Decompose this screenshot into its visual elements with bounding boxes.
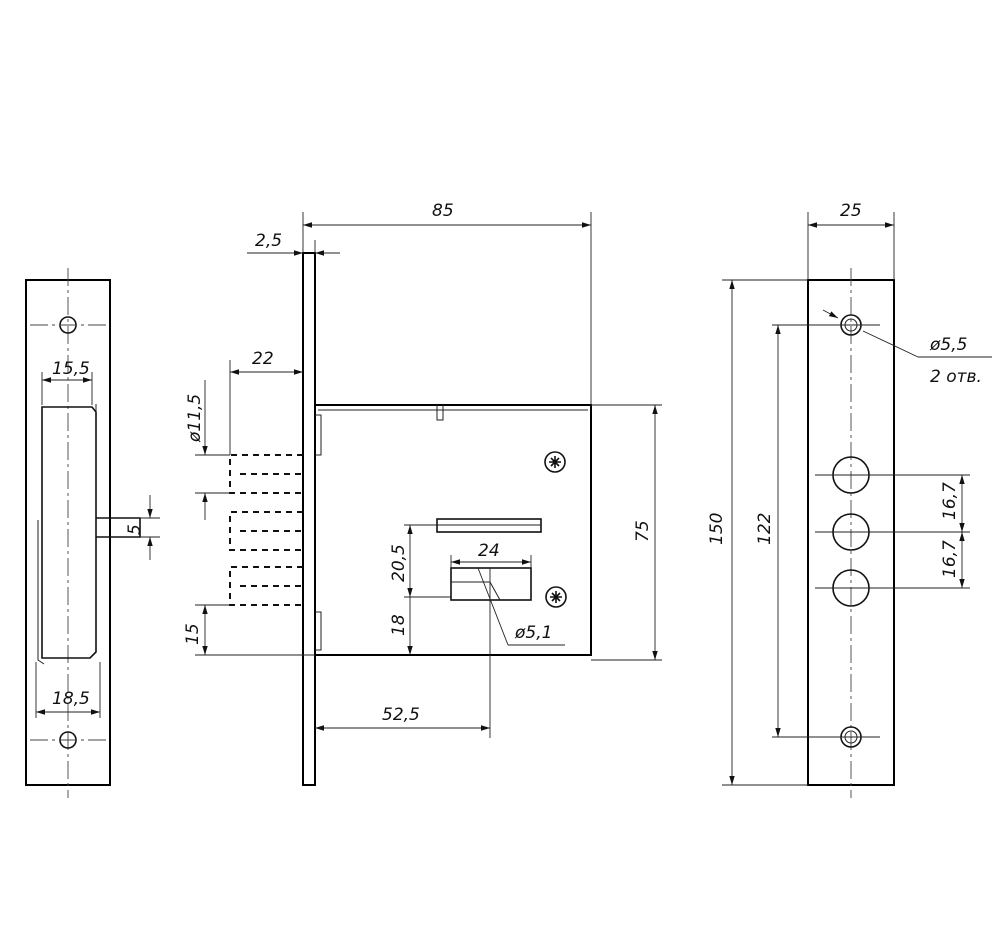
dim-85: 85 (432, 201, 454, 221)
cylinder-cam (451, 581, 501, 601)
case-upper-flange (315, 414, 322, 456)
dim-122: 122 (755, 513, 775, 545)
faceplate-view: 25 150 122 ø5,5 2 отв. 16,7 16,7 (707, 201, 992, 798)
front-view: 85 2,5 22 ø11,5 15 75 24 20 (183, 201, 662, 786)
dim-22: 22 (252, 349, 274, 369)
dim-pitch-upper: 16,7 (940, 482, 960, 520)
side-view-back-edge (37, 520, 45, 665)
dim-75: 75 (633, 520, 653, 542)
dim-24: 24 (478, 541, 500, 561)
cylinder-housing (450, 567, 532, 601)
dim-side-18-5: 18,5 (52, 689, 90, 709)
dim-screw-count: 2 отв. (930, 367, 982, 387)
front-faceplate (302, 252, 316, 786)
lock-case (314, 404, 592, 656)
bolt-lower (229, 566, 303, 606)
dim-25: 25 (840, 201, 862, 221)
bolt-upper (229, 454, 303, 494)
case-screw-upper-icon (544, 451, 566, 473)
dim-18: 18 (389, 614, 409, 636)
side-view: 15,5 18,5 5 (25, 268, 160, 798)
dim-20-5: 20,5 (389, 544, 409, 582)
case-top-notch (436, 405, 444, 421)
side-view-body (41, 406, 97, 659)
dim-pin-diameter: ø5,1 (514, 623, 552, 643)
dim-52-5: 52,5 (382, 705, 420, 725)
dim-150: 150 (707, 513, 727, 545)
dim-screw-diameter: ø5,5 (929, 335, 967, 355)
dim-side-5: 5 (125, 524, 145, 535)
dim-15: 15 (183, 623, 203, 645)
dim-bolt-diameter: ø11,5 (185, 394, 205, 443)
dim-pitch-lower: 16,7 (940, 540, 960, 578)
bolt-middle (229, 511, 303, 551)
bolts (229, 454, 303, 606)
case-lower-flange (315, 611, 322, 651)
side-view-latch (96, 517, 141, 538)
dim-2-5: 2,5 (255, 231, 282, 251)
case-screw-lower-icon (545, 586, 567, 608)
dim-side-15-5: 15,5 (52, 359, 90, 379)
